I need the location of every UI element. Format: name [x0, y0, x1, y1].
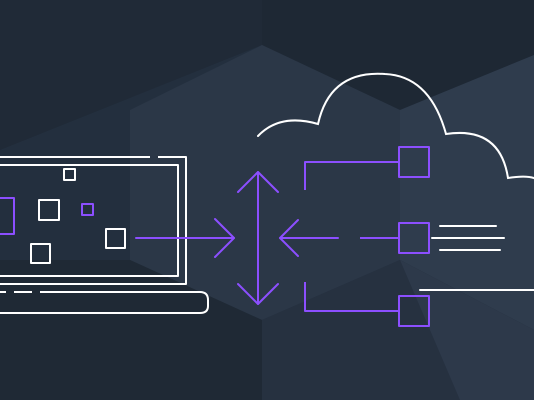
double-arrow-head-bottom [237, 283, 279, 305]
double-arrow-head-top [237, 171, 279, 193]
cloud-icon [257, 72, 534, 291]
tree-branch-bottom [304, 282, 399, 312]
screen-square-lower-left [30, 243, 51, 264]
laptop-inner-screen [0, 164, 179, 277]
facet-top-left [0, 0, 262, 150]
screen-square-large [38, 199, 60, 221]
laptop-base [0, 291, 209, 314]
facet-top-right [262, 0, 534, 110]
tree-node-top [398, 146, 430, 178]
facet-center-light [130, 45, 400, 320]
arrow-left-head [279, 219, 299, 257]
screen-square-edge-purple [0, 197, 15, 235]
facet-right-shade [400, 260, 534, 400]
double-arrow-icon [237, 171, 279, 305]
tree-branch-top [304, 161, 399, 190]
arrow-right-head [214, 218, 235, 258]
tree-node-bottom [398, 295, 430, 327]
laptop-screen-outline [0, 156, 187, 285]
screen-square-top [63, 168, 76, 181]
tree-node-middle [398, 222, 430, 254]
cloud-outline [257, 72, 534, 291]
laptop-icon [0, 156, 209, 314]
screen-square-small-purple [81, 203, 94, 216]
tree-connector-icon [304, 146, 430, 327]
facet-bottom-left [0, 260, 262, 400]
arrow-right-icon [135, 218, 235, 258]
screen-square-right [105, 228, 126, 249]
facet-center-right [400, 55, 534, 330]
arrow-left-icon [279, 219, 339, 257]
